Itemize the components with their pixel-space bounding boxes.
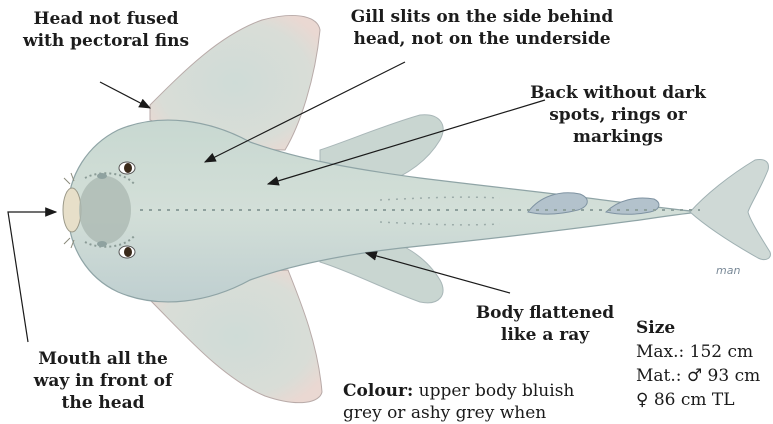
size-maturity-female: ♀ 86 cm TL (636, 388, 760, 412)
label-line: the head (10, 392, 196, 414)
upper-eye (119, 162, 135, 174)
upper-spiracle (97, 173, 107, 179)
arrow-mouth (8, 212, 56, 342)
colour-title: Colour: (343, 381, 413, 401)
colour-text: upper body bluish (419, 381, 575, 401)
size-maturity-male: Mat.: ♂ 93 cm (636, 364, 760, 388)
label-line: Gill slits on the side behind (332, 6, 632, 28)
label-line: head, not on the underside (332, 28, 632, 50)
tail-fin (690, 159, 770, 259)
lower-spiracle (97, 241, 107, 247)
second-dorsal-fin (606, 198, 659, 214)
colour-line-2: grey or ashy grey when (343, 402, 643, 424)
label-mouth: Mouth all the way in front of the head (10, 348, 196, 414)
mouth (63, 188, 81, 232)
label-gill-slits: Gill slits on the side behind head, not … (332, 6, 632, 50)
label-line: Head not fused (6, 8, 206, 30)
label-line: Mouth all the (10, 348, 196, 370)
lower-eye (119, 246, 135, 258)
label-back: Back without dark spots, rings or markin… (520, 82, 716, 148)
size-max: Max.: 152 cm (636, 340, 760, 364)
colour-line-1: Colour: upper body bluish (343, 380, 643, 402)
label-body-flattened: Body flattened like a ray (470, 302, 620, 346)
label-line: markings (520, 126, 716, 148)
label-line: like a ray (470, 324, 620, 346)
head-patch (79, 176, 131, 244)
label-line: with pectoral fins (6, 30, 206, 52)
colour-description: Colour: upper body bluish grey or ashy g… (343, 380, 643, 424)
label-line: Back without dark (520, 82, 716, 104)
artist-signature: man (716, 264, 740, 277)
label-line: spots, rings or (520, 104, 716, 126)
label-line: Body flattened (470, 302, 620, 324)
arrow-head-not-fused (100, 82, 150, 108)
label-line: way in front of (10, 370, 196, 392)
size-box: Size Max.: 152 cm Mat.: ♂ 93 cm ♀ 86 cm … (636, 316, 760, 412)
label-head-not-fused: Head not fused with pectoral fins (6, 8, 206, 52)
size-title: Size (636, 316, 760, 340)
